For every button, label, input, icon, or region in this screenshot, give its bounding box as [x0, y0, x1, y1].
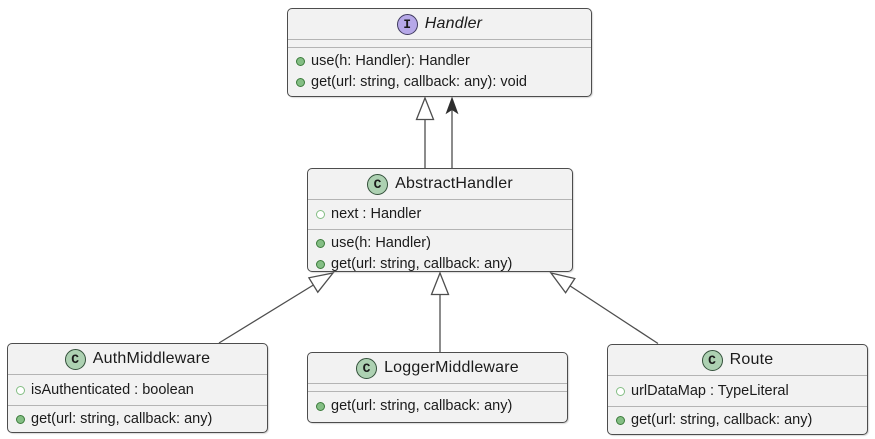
public-method-icon: [296, 78, 305, 87]
class-title-handler: I Handler: [288, 9, 591, 39]
class-name: Route: [729, 351, 774, 368]
class-icon: C: [356, 357, 378, 379]
method-text: get(url: string, callback: any): [331, 398, 513, 414]
class-icon: C: [701, 349, 723, 371]
public-method-icon: [616, 416, 625, 425]
method-text: get(url: string, callback: any): [331, 256, 513, 272]
generalization-route-to-abstracthandler: [549, 271, 659, 345]
interface-icon: I: [396, 13, 418, 35]
method-row: get(url: string, callback: any): [8, 409, 220, 430]
class-icon: C: [367, 173, 389, 195]
fields-compartment-empty: [308, 383, 567, 391]
class-title-abstracthandler: C AbstractHandler: [308, 169, 572, 199]
methods-compartment: get(url: string, callback: any): [8, 405, 267, 432]
class-title-route: C Route: [608, 345, 867, 375]
methods-compartment: get(url: string, callback: any): [308, 391, 567, 421]
methods-compartment: use(h: Handler) get(url: string, callbac…: [308, 229, 572, 272]
fields-compartment-empty: [288, 39, 591, 47]
class-box-authmiddleware: C AuthMiddleware isAuthenticated : boole…: [7, 343, 268, 433]
method-text: get(url: string, callback: any): [631, 412, 813, 428]
generalization-abstracthandler-to-handler: [415, 96, 435, 168]
method-row: get(url: string, callback: any): [308, 254, 572, 272]
field-icon: [16, 385, 25, 395]
method-row: use(h: Handler): [308, 233, 572, 254]
method-row: get(url: string, callback: any): [608, 410, 820, 431]
class-box-route: C Route urlDataMap : TypeLiteral get(url…: [607, 344, 868, 435]
class-name: AbstractHandler: [395, 175, 513, 192]
field-text: urlDataMap : TypeLiteral: [631, 382, 789, 399]
field-text: isAuthenticated : boolean: [31, 381, 194, 398]
public-method-icon: [16, 415, 25, 424]
field-row: isAuthenticated : boolean: [8, 380, 202, 401]
class-name: Handler: [424, 15, 483, 32]
public-method-icon: [316, 239, 325, 248]
class-name: AuthMiddleware: [92, 350, 211, 367]
method-row: get(url: string, callback: any): void: [288, 72, 591, 93]
field-row: urlDataMap : TypeLiteral: [608, 381, 797, 402]
field-text: next : Handler: [331, 206, 422, 222]
class-box-loggermiddleware: C LoggerMiddleware get(url: string, call…: [307, 352, 568, 423]
field-icon: [616, 386, 625, 396]
method-text: use(h: Handler): Handler: [311, 53, 470, 69]
fields-compartment: next : Handler: [308, 199, 572, 229]
class-icon: C: [64, 348, 86, 370]
class-name: LoggerMiddleware: [384, 359, 519, 376]
fields-compartment: urlDataMap : TypeLiteral: [608, 375, 867, 406]
generalization-loggermiddleware-to-abstracthandler: [430, 271, 450, 352]
public-method-icon: [296, 57, 305, 66]
field-icon: [316, 210, 325, 219]
methods-compartment: use(h: Handler): Handler get(url: string…: [288, 47, 591, 93]
public-method-icon: [316, 402, 325, 411]
class-box-abstracthandler: C AbstractHandler next : Handler use(h: …: [307, 168, 573, 272]
method-row: use(h: Handler): Handler: [288, 51, 591, 72]
fields-compartment: isAuthenticated : boolean: [8, 374, 267, 405]
class-box-handler: I Handler use(h: Handler): Handler get(u…: [287, 8, 592, 97]
method-text: use(h: Handler): [331, 235, 431, 251]
public-method-icon: [316, 260, 325, 269]
field-row: next : Handler: [308, 204, 429, 225]
class-title-authmiddleware: C AuthMiddleware: [8, 344, 267, 374]
methods-compartment: get(url: string, callback: any): [608, 406, 867, 434]
method-row: get(url: string, callback: any): [308, 396, 520, 417]
method-text: get(url: string, callback: any): void: [311, 74, 527, 90]
class-title-loggermiddleware: C LoggerMiddleware: [308, 353, 567, 383]
method-text: get(url: string, callback: any): [31, 411, 213, 427]
generalization-authmiddleware-to-abstracthandler: [218, 272, 335, 344]
association-abstracthandler-to-handler: [445, 96, 459, 168]
